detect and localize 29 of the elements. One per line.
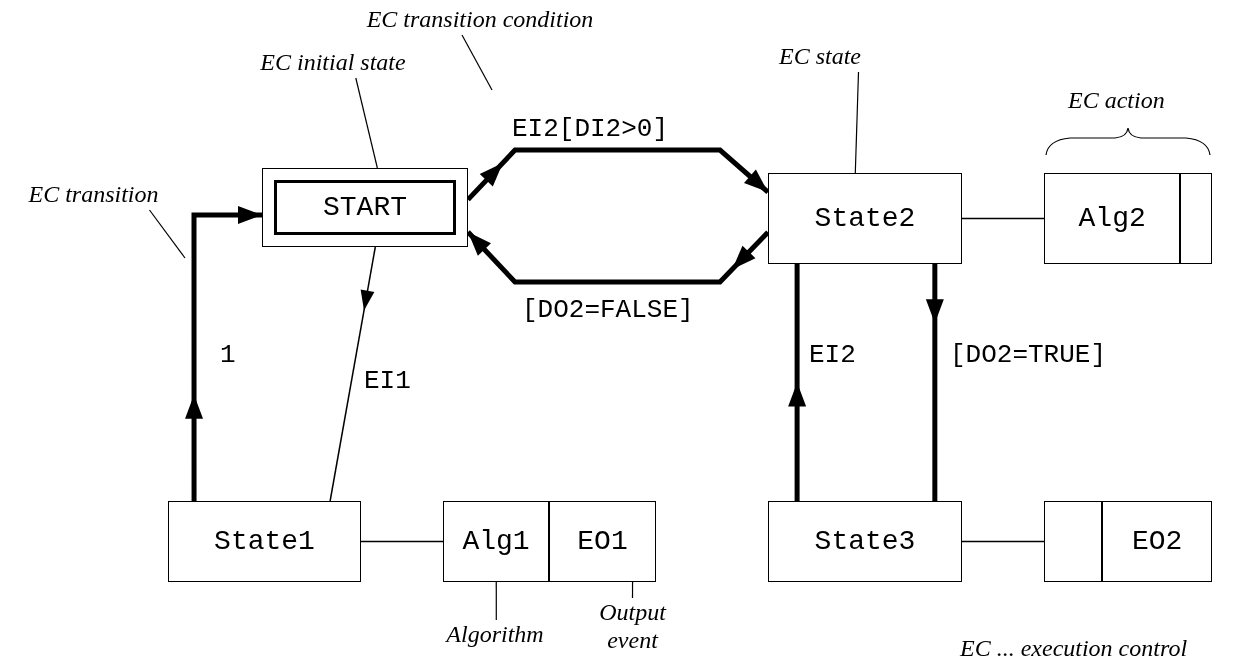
arrow [185, 206, 262, 501]
state-box: State3 [768, 501, 962, 582]
annotation-text: EC initial state [238, 48, 428, 78]
annotation-text: Output event [595, 598, 670, 660]
arrow [925, 264, 944, 501]
arrow [466, 147, 770, 202]
action-box: Alg2 [1044, 173, 1212, 264]
annotation-text: EC state [765, 42, 875, 72]
annotation-text: Algorithm [430, 620, 560, 650]
leader-line [495, 581, 497, 621]
action-box: Alg1 EO1 [443, 501, 656, 582]
annotation-text: EC transition condition [330, 5, 630, 35]
state-box: State2 [768, 173, 962, 264]
annotation-text: EC transition [6, 180, 181, 210]
connector-line [961, 540, 1045, 543]
action-box: EO2 [1044, 501, 1212, 582]
footnote: EC ... execution control [960, 634, 1188, 662]
arrow [788, 264, 807, 501]
initial-state-box: START [262, 168, 468, 247]
connector-line [961, 217, 1045, 220]
arrow [466, 230, 770, 285]
arrow [329, 246, 377, 502]
annotation-text: EC action [1068, 86, 1165, 114]
leader-line [461, 34, 493, 91]
state-box: State1 [168, 501, 361, 582]
leader-line [355, 77, 378, 169]
leader-line [148, 209, 186, 259]
leader-line [854, 71, 860, 174]
connector-line [360, 540, 444, 543]
